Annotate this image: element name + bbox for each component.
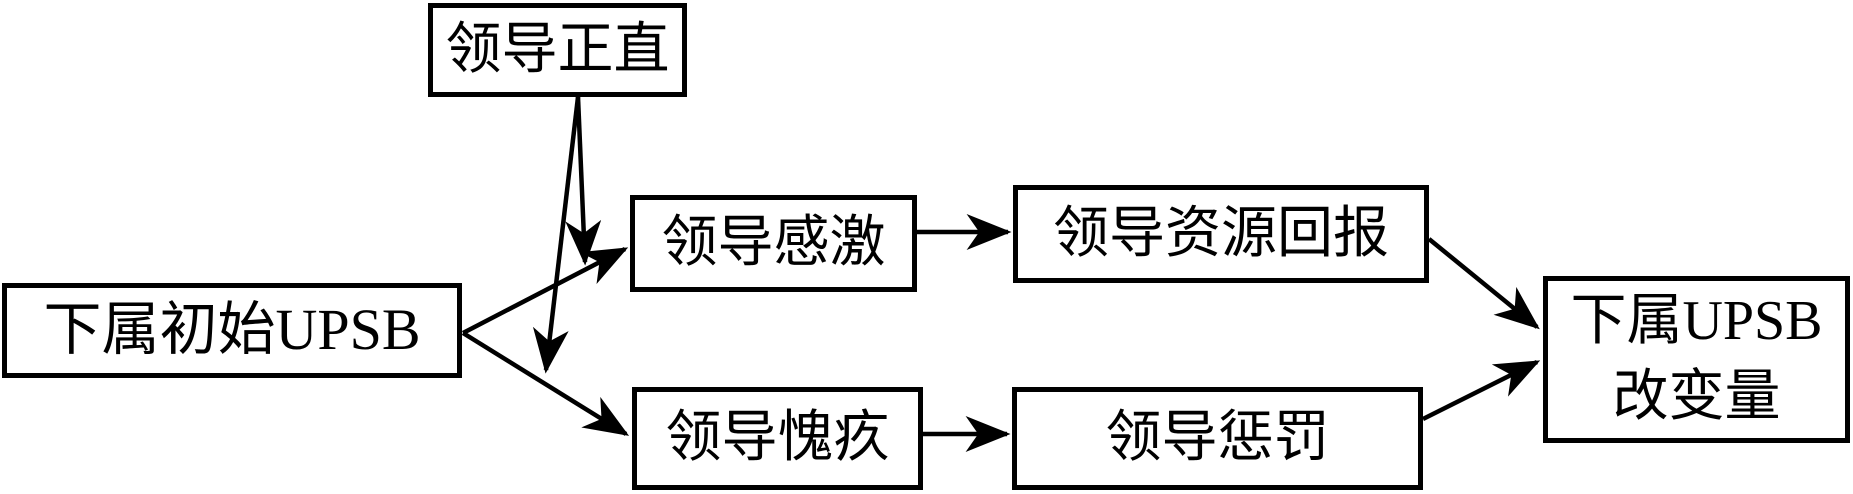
- moderation-arrow-integrity-on-gratitude-path: [565, 96, 602, 266]
- arrow-initial-upsb-to-gratitude: [461, 247, 629, 335]
- node-subordinate-initial-upsb: 下属初始UPSB: [2, 283, 462, 378]
- node-subordinate-upsb-change-label-line2: 改变量: [1612, 365, 1781, 428]
- node-subordinate-upsb-change-label-line1: 下属UPSB: [1570, 289, 1823, 352]
- node-leader-resource-reward-label: 领导资源回报: [1053, 202, 1389, 265]
- node-leader-integrity-label: 领导正直: [445, 18, 670, 81]
- node-subordinate-initial-upsb-label: 下属初始UPSB: [43, 297, 421, 363]
- node-leader-punishment-label: 领导惩罚: [1105, 407, 1330, 470]
- node-leader-gratitude-label: 领导感激: [661, 212, 886, 275]
- node-leader-resource-reward: 领导资源回报: [1013, 185, 1429, 283]
- arrow-initial-upsb-to-guilt: [461, 331, 630, 436]
- moderation-arrow-integrity-on-guilt-path: [532, 96, 581, 374]
- node-leader-punishment: 领导惩罚: [1012, 387, 1423, 490]
- node-leader-guilt-label: 领导愧疚: [665, 407, 890, 470]
- arrow-resource-reward-to-upsb-change: [1427, 237, 1540, 330]
- arrow-punishment-to-upsb-change: [1421, 359, 1541, 422]
- node-subordinate-upsb-change: 下属UPSB 改变量: [1543, 276, 1850, 443]
- node-leader-integrity: 领导正直: [428, 3, 687, 97]
- node-leader-guilt: 领导愧疚: [632, 387, 923, 490]
- node-leader-gratitude: 领导感激: [630, 195, 917, 292]
